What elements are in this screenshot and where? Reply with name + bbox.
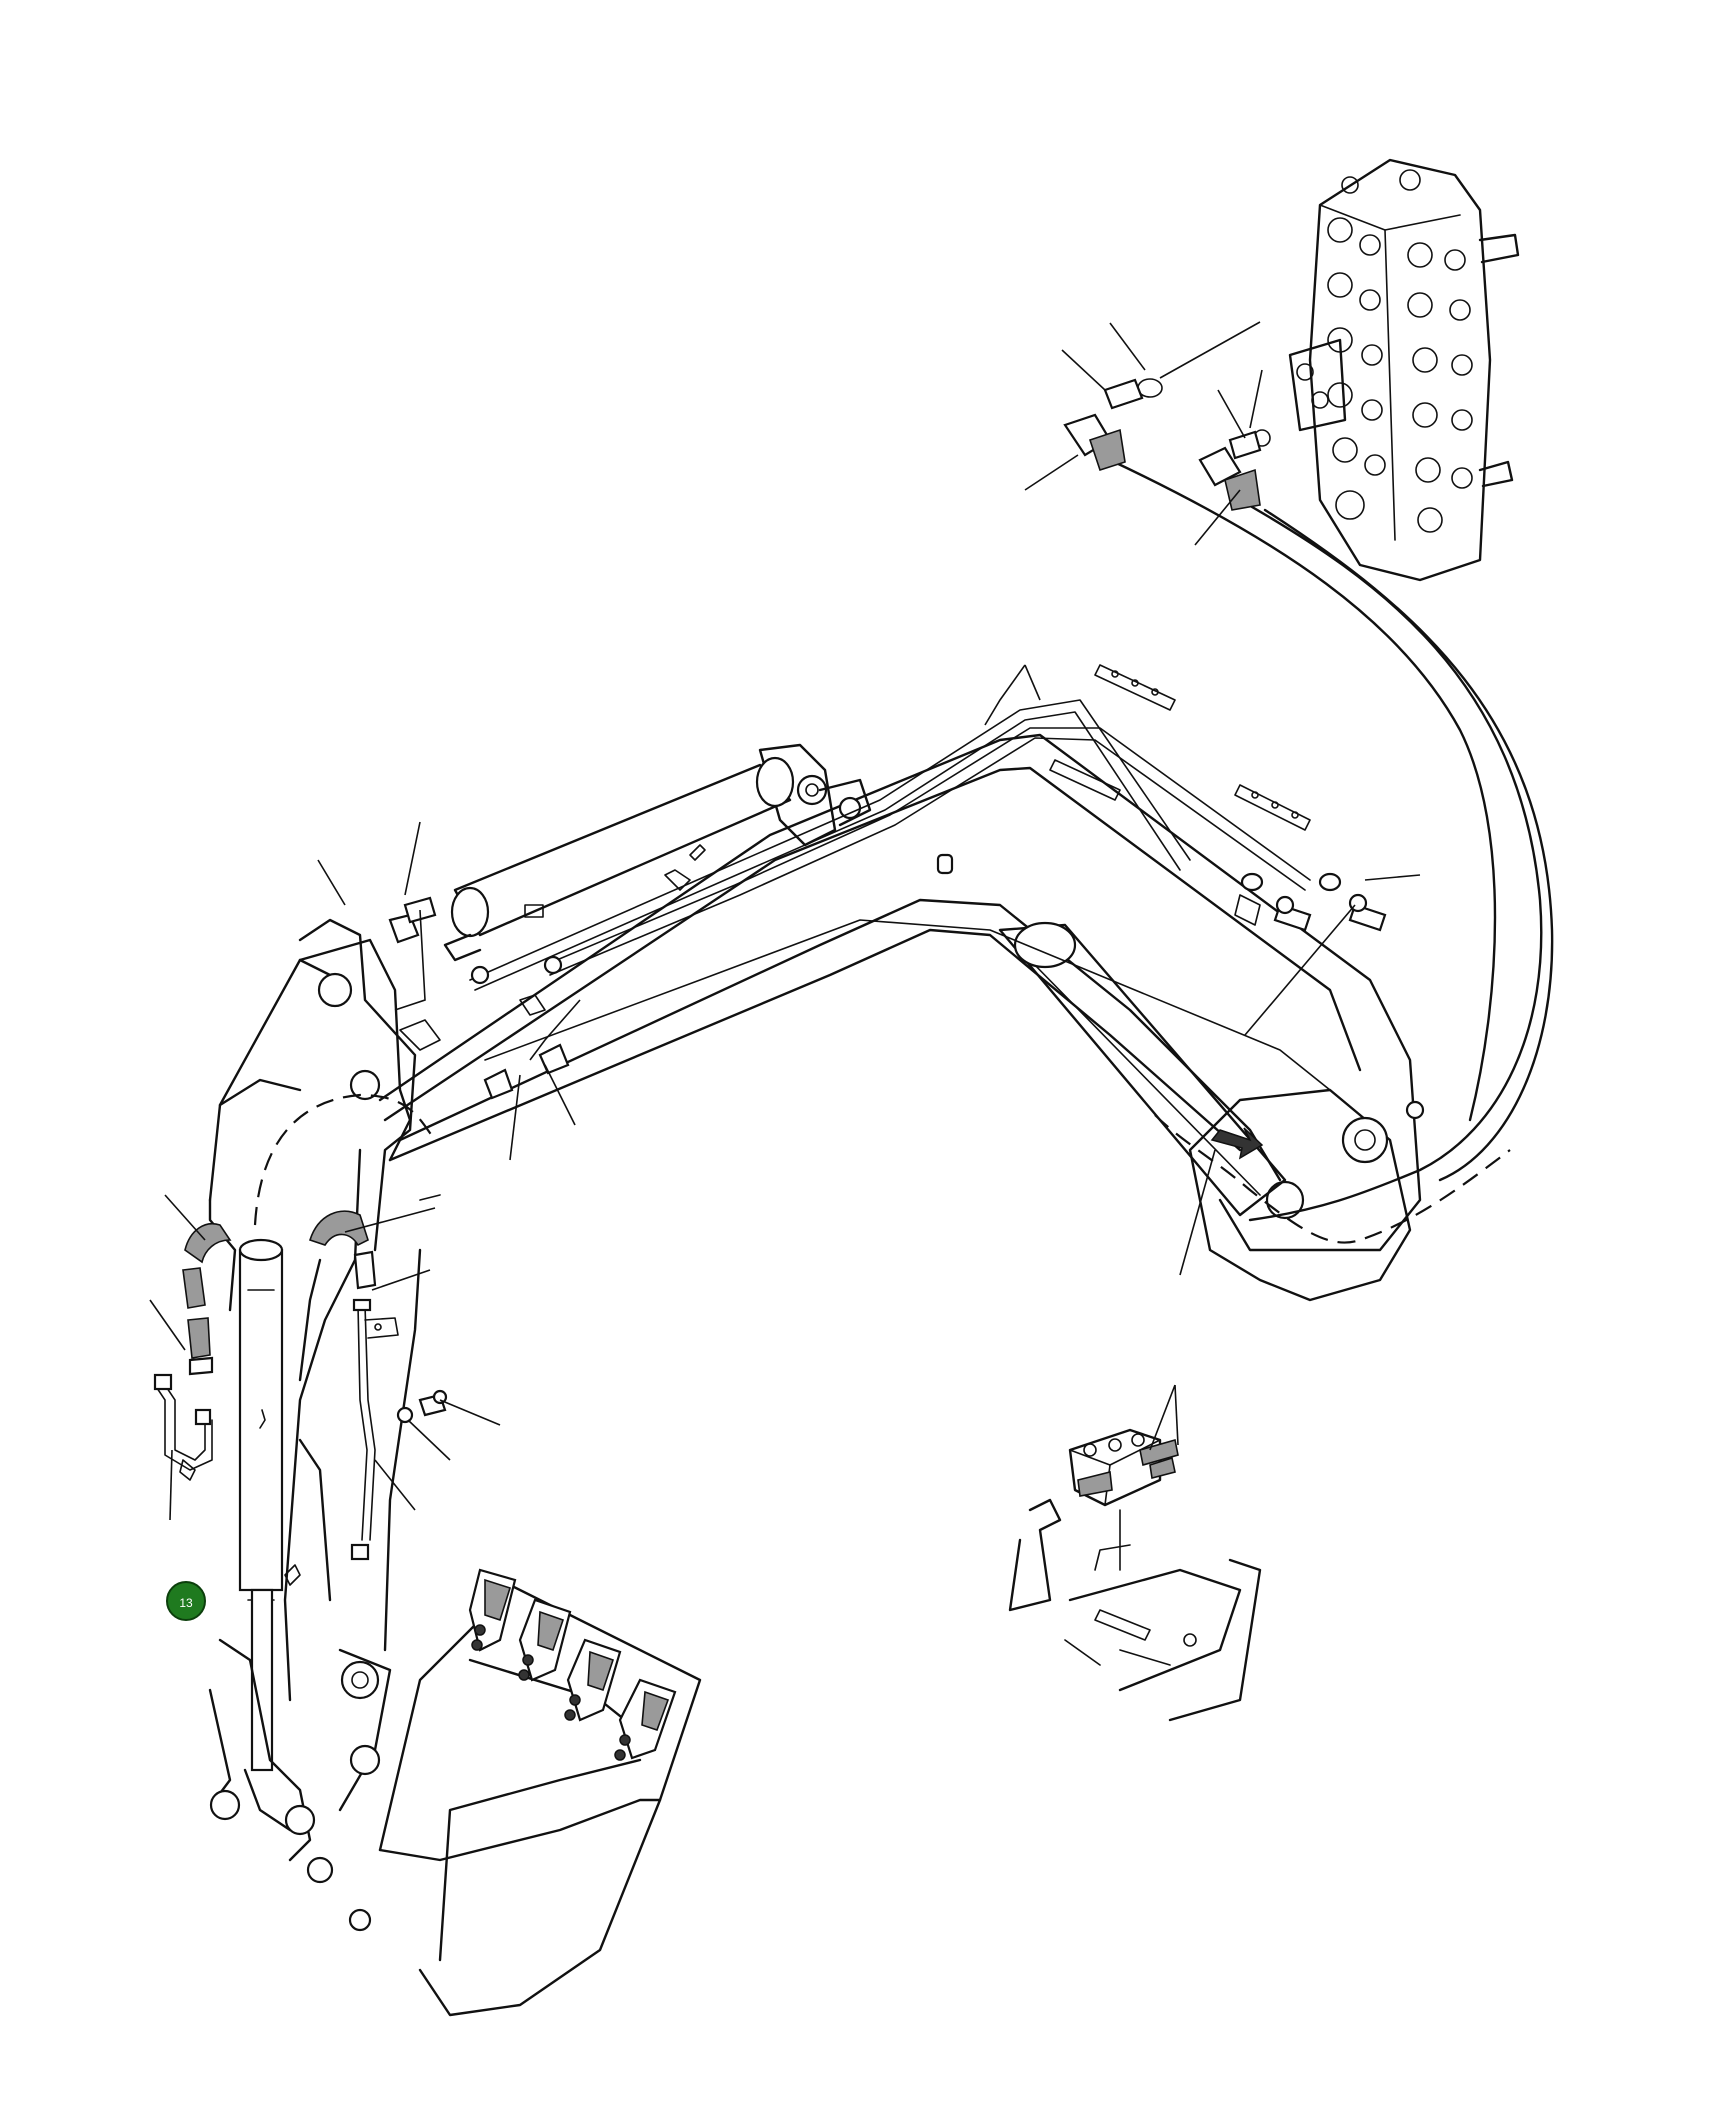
leader-lines <box>149 321 1421 1521</box>
arm <box>208 918 1511 1702</box>
bucket-cylinder <box>238 1238 284 1772</box>
bucket <box>378 1568 702 2017</box>
arm-cylinder <box>443 756 795 962</box>
arrow-indicator <box>1210 1127 1264 1160</box>
hydraulic-lines <box>388 458 1554 1222</box>
valve-fittings <box>1063 378 1271 511</box>
boom <box>378 733 1425 1302</box>
control-valve-assembly <box>1288 158 1520 582</box>
bucket-linkage <box>208 1638 392 1932</box>
callout-13-badge[interactable]: 13 <box>166 1581 206 1621</box>
clamp-detail-inset <box>1008 1428 1262 1722</box>
arm-hoses <box>153 1194 448 1586</box>
